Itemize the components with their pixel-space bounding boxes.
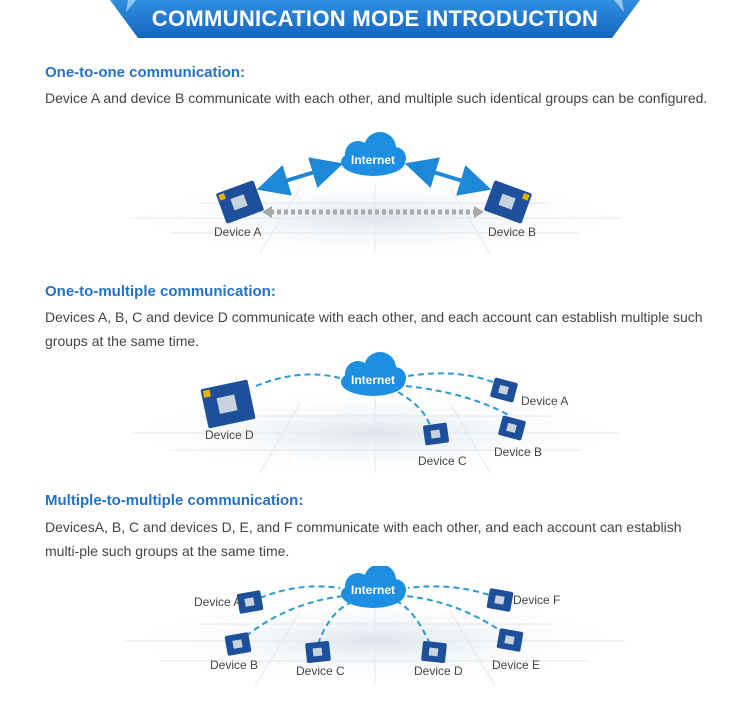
diagram-multiple-to-multiple: Internet Device A Device B Device C Devi… <box>0 566 750 696</box>
section-description-one-to-multiple: Devices A, B, C and device D communicate… <box>45 309 703 349</box>
device-board-icon <box>490 377 518 403</box>
device-board-icon <box>496 628 524 652</box>
device-label: Device C <box>296 664 345 678</box>
device-label: Device B <box>494 445 543 459</box>
device-label: Device D <box>205 428 254 442</box>
device-board-icon <box>422 422 450 446</box>
device-label: Device C <box>418 454 467 468</box>
device-board-icon <box>484 180 532 224</box>
cloud-label: Internet <box>350 373 395 387</box>
device-label: Device B <box>210 658 259 672</box>
device-board-icon <box>224 632 252 656</box>
section-heading-one-to-one: One-to-one communication: <box>45 64 245 81</box>
device-board-icon <box>486 588 514 612</box>
device-board-icon <box>200 379 256 429</box>
cloud-label: Internet <box>350 153 395 167</box>
diagram-multiple-to-multiple-graphic <box>115 566 635 687</box>
diagram-one-to-one-graphic <box>115 132 635 258</box>
device-label: Device A <box>214 225 262 239</box>
diagram-one-to-multiple: Internet Device A Device B Device C Devi… <box>0 348 750 478</box>
device-board-icon <box>498 415 526 441</box>
cloud-icon <box>341 566 406 608</box>
cloud-icon <box>341 132 406 176</box>
device-board-icon <box>216 180 264 224</box>
device-label: Device A <box>521 394 569 408</box>
device-label: Device A <box>194 595 242 609</box>
section-description-one-to-one: Device A and device B communicate with e… <box>45 90 708 106</box>
device-board-icon <box>305 640 331 664</box>
device-label: Device E <box>492 658 541 672</box>
cloud-label: Internet <box>350 583 395 597</box>
page-title: COMMUNICATION MODE INTRODUCTION <box>151 6 599 31</box>
title-banner: COMMUNICATION MODE INTRODUCTION <box>0 0 750 46</box>
diagram-one-to-multiple-graphic <box>115 352 635 475</box>
cloud-icon <box>341 352 406 396</box>
diagram-one-to-one: Internet Device A Device B <box>0 128 750 258</box>
section-description-multiple-to-multiple: DevicesA, B, C and devices D, E, and F c… <box>45 519 682 559</box>
banner-shape <box>110 0 640 38</box>
section-heading-one-to-multiple: One-to-multiple communication: <box>45 283 276 300</box>
device-label: Device F <box>513 593 561 607</box>
device-label: Device D <box>414 664 463 678</box>
device-board-icon <box>236 590 264 614</box>
device-label: Device B <box>488 225 537 239</box>
section-heading-multiple-to-multiple: Multiple-to-multiple communication: <box>45 492 304 509</box>
device-board-icon <box>421 640 447 664</box>
